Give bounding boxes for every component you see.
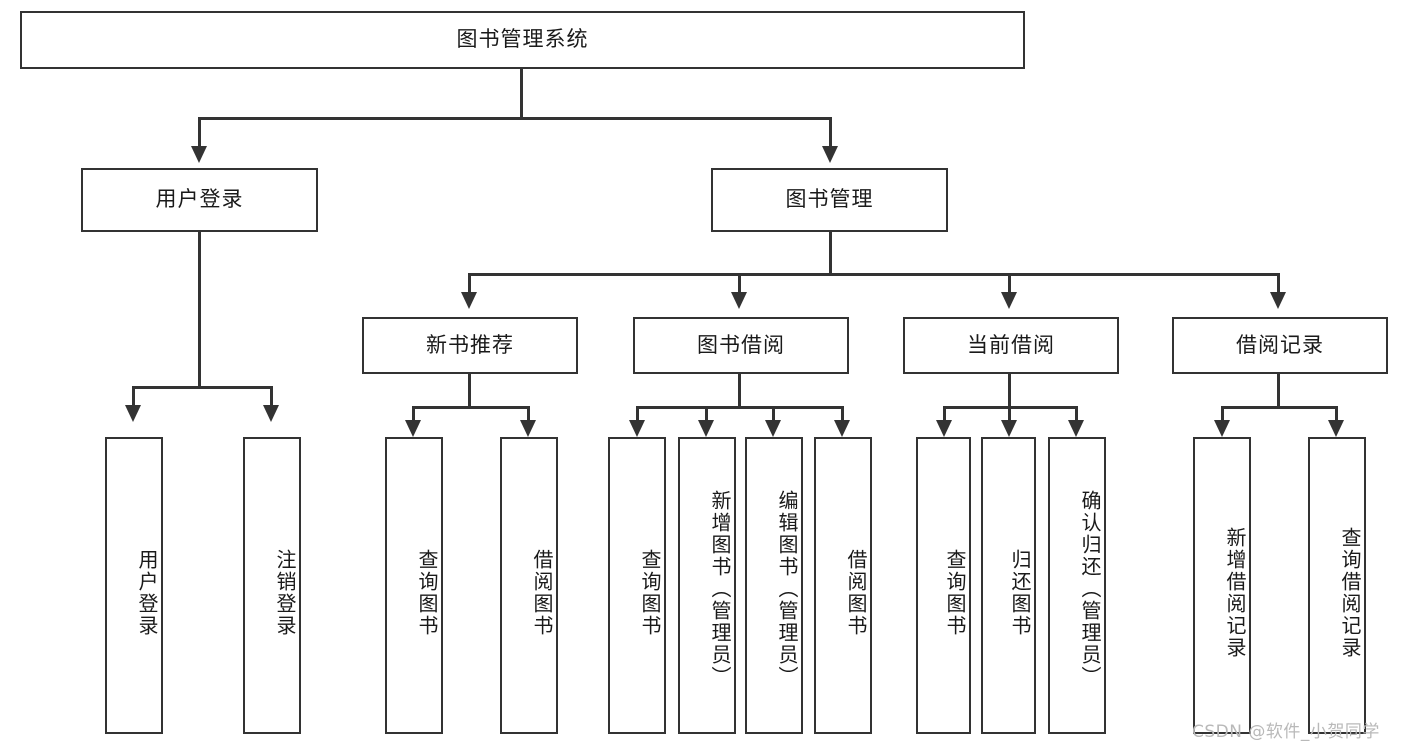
node-label: 图书借阅 [697,332,785,357]
arrowhead-bookmgmt-child-4 [1270,292,1286,309]
arrowhead-recommend-leaf-2 [520,420,536,437]
connector-borrow-branch-4 [841,406,844,422]
leaf-logout[interactable]: 注销登录 [243,437,301,734]
leaf-current-query-book[interactable]: 查询图书 [916,437,971,734]
node-current-borrow[interactable]: 当前借阅 [903,317,1119,374]
node-label: 借阅图书 [844,548,868,637]
connector-borrow-stem [738,374,741,407]
node-root-system[interactable]: 图书管理系统 [20,11,1025,69]
connector-borrow-bus [636,406,844,409]
arrowhead-record-leaf-1 [1214,420,1230,437]
connector-bookmgmt-branch-4 [1277,273,1280,293]
leaf-user-login[interactable]: 用户登录 [105,437,163,734]
arrowhead-recommend-leaf-1 [405,420,421,437]
node-label: 用户登录 [155,187,244,212]
connector-current-branch-1 [943,406,946,422]
connector-root-bus [198,117,832,120]
connector-current-branch-3 [1075,406,1078,422]
arrowhead-bookmgmt-child-2 [731,292,747,309]
connector-record-stem [1277,374,1280,407]
node-label: 确认归还（管理员） [1078,489,1102,688]
arrowhead-bookmgmt-child-1 [461,292,477,309]
connector-current-branch-2 [1008,406,1011,422]
connector-root-to-login [198,117,201,147]
arrowhead-root-to-bookmgmt [822,146,838,163]
node-label: 查询图书 [943,548,967,637]
leaf-borrow-add-book-admin[interactable]: 新增图书（管理员） [678,437,736,734]
node-label: 查询借阅记录 [1338,526,1362,659]
arrowhead-borrow-leaf-3 [765,420,781,437]
leaf-record-add-record[interactable]: 新增借阅记录 [1193,437,1251,734]
node-label: 图书管理 [785,187,874,212]
connector-bookmgmt-branch-3 [1008,273,1011,293]
connector-record-branch-1 [1221,406,1224,422]
arrowhead-bookmgmt-child-3 [1001,292,1017,309]
leaf-borrow-borrow-book[interactable]: 借阅图书 [814,437,872,734]
connector-record-branch-2 [1335,406,1338,422]
leaf-recommend-query-book[interactable]: 查询图书 [385,437,443,734]
node-label: 新书推荐 [426,332,514,357]
node-user-login[interactable]: 用户登录 [81,168,318,232]
connector-root-stem [520,69,523,118]
connector-borrow-branch-2 [705,406,708,422]
node-label: 编辑图书（管理员） [775,489,799,688]
leaf-current-confirm-return-admin[interactable]: 确认归还（管理员） [1048,437,1106,734]
connector-borrow-branch-1 [636,406,639,422]
leaf-borrow-edit-book-admin[interactable]: 编辑图书（管理员） [745,437,803,734]
node-label: 当前借阅 [967,332,1055,357]
connector-bookmgmt-branch-2 [738,273,741,293]
connector-login-stem [198,232,201,387]
connector-recommend-branch-1 [412,406,415,422]
arrowhead-borrow-leaf-4 [834,420,850,437]
arrowhead-current-leaf-2 [1001,420,1017,437]
connector-recommend-stem [468,374,471,407]
arrowhead-root-to-login [191,146,207,163]
leaf-recommend-borrow-book[interactable]: 借阅图书 [500,437,558,734]
node-book-borrow[interactable]: 图书借阅 [633,317,849,374]
node-label: 借阅记录 [1236,332,1324,357]
node-label: 借阅图书 [530,548,554,637]
node-label: 用户登录 [135,548,159,637]
node-label: 查询图书 [415,548,439,637]
arrowhead-borrow-leaf-2 [698,420,714,437]
arrowhead-record-leaf-2 [1328,420,1344,437]
arrowhead-login-leaf-2 [263,405,279,422]
leaf-borrow-query-book[interactable]: 查询图书 [608,437,666,734]
connector-bookmgmt-bus [468,273,1280,276]
node-label: 归还图书 [1008,548,1032,637]
node-label: 注销登录 [273,548,297,637]
arrowhead-borrow-leaf-1 [629,420,645,437]
connector-login-branch-2 [270,386,273,406]
connector-bookmgmt-branch-1 [468,273,471,293]
connector-root-to-bookmgmt [829,117,832,147]
arrowhead-current-leaf-1 [936,420,952,437]
arrowhead-login-leaf-1 [125,405,141,422]
watermark-csdn: CSDN @软件_小贺同学 [1192,722,1380,742]
node-label: 查询图书 [638,548,662,637]
connector-borrow-branch-3 [772,406,775,422]
connector-login-branch-1 [132,386,135,406]
connector-record-bus [1221,406,1338,409]
node-new-book-recommend[interactable]: 新书推荐 [362,317,578,374]
connector-bookmgmt-stem [829,232,832,274]
node-book-management[interactable]: 图书管理 [711,168,948,232]
node-label: 新增图书（管理员） [708,489,732,688]
connector-recommend-branch-2 [527,406,530,422]
node-borrow-record[interactable]: 借阅记录 [1172,317,1388,374]
node-label: 图书管理系统 [456,27,589,52]
leaf-record-query-record[interactable]: 查询借阅记录 [1308,437,1366,734]
node-label: 新增借阅记录 [1223,526,1247,659]
connector-current-stem [1008,374,1011,407]
leaf-current-return-book[interactable]: 归还图书 [981,437,1036,734]
arrowhead-current-leaf-3 [1068,420,1084,437]
connector-recommend-bus [412,406,530,409]
connector-login-bus [132,386,272,389]
